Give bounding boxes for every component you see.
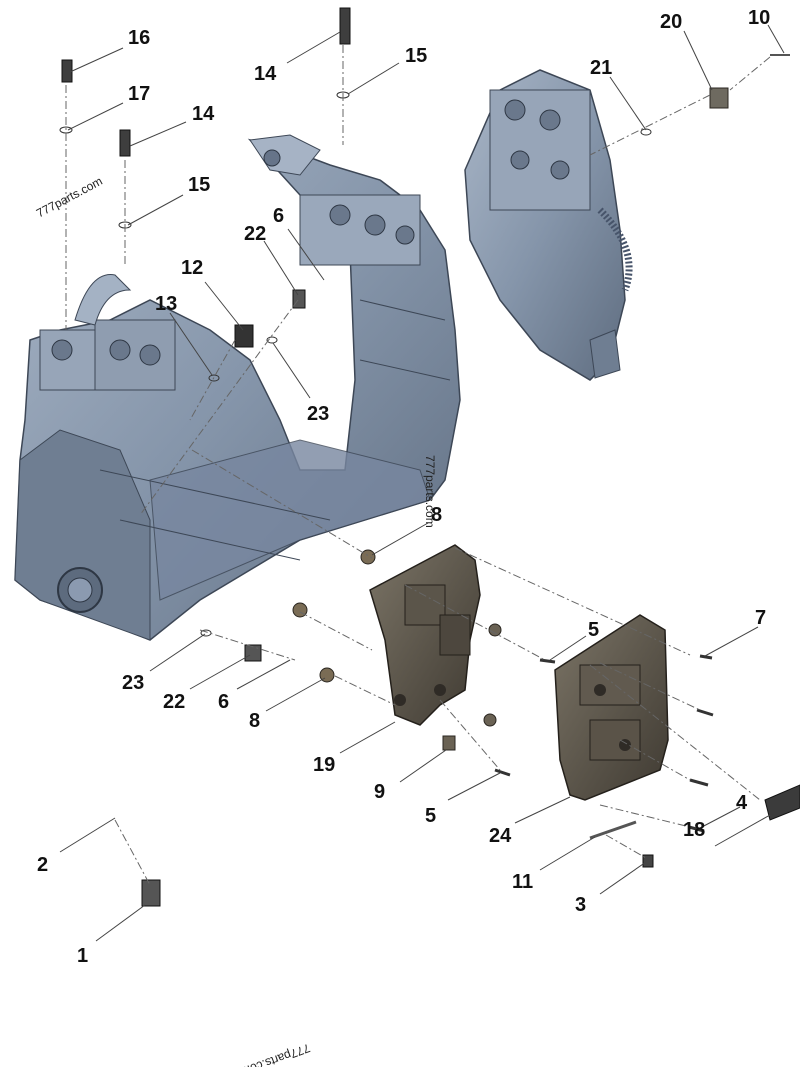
callout-15-left: 15 xyxy=(188,174,211,196)
sensor-16-shape xyxy=(61,59,73,83)
callout-8-low: 8 xyxy=(249,710,261,732)
bolt-5-top-shape xyxy=(539,658,556,664)
watermark-center: 777parts.com xyxy=(423,455,437,528)
grommet-right-shape xyxy=(488,623,502,637)
nut-3-shape xyxy=(642,854,654,868)
cylinder-head-upper xyxy=(464,69,633,381)
callout-4: 4 xyxy=(736,792,748,814)
callout-16: 16 xyxy=(128,27,151,49)
bolt-ecm-low-shape xyxy=(689,778,709,787)
o-ring-23-top-shape xyxy=(266,336,278,344)
callout-leaders xyxy=(59,24,785,942)
bolt-5-low-shape xyxy=(494,768,511,777)
callout-22-low: 22 xyxy=(163,691,186,713)
callout-23-top: 23 xyxy=(307,403,330,425)
grommet-8-top-shape xyxy=(360,549,376,565)
callout-11: 11 xyxy=(512,871,534,893)
label-plate-18-shape xyxy=(764,784,800,821)
callout-3: 3 xyxy=(575,894,587,916)
callout-5-low: 5 xyxy=(425,805,437,827)
sensor-1-shape xyxy=(141,879,161,907)
callout-2: 2 xyxy=(37,854,49,876)
sensor-14-left-shape xyxy=(119,129,131,157)
callout-14-left: 14 xyxy=(192,103,215,125)
strap-11-shape xyxy=(589,820,637,840)
callout-17: 17 xyxy=(128,83,151,105)
exploded-view-lines xyxy=(65,45,771,886)
callout-6-top: 6 xyxy=(273,205,285,227)
sensor-22-top-shape xyxy=(292,289,306,309)
ecm-mounting-plate xyxy=(369,544,481,726)
o-ring-13-shape xyxy=(208,374,220,382)
sensor-20-shape xyxy=(709,87,729,109)
bolt-ecm-mid-shape xyxy=(696,708,714,717)
sensor-22-low-shape xyxy=(244,644,262,662)
callout-7: 7 xyxy=(755,607,767,629)
callout-14-top: 14 xyxy=(254,63,277,85)
callout-19: 19 xyxy=(313,754,336,776)
grommet-right-low-shape xyxy=(483,713,497,727)
callout-10: 10 xyxy=(748,7,771,29)
callout-18: 18 xyxy=(683,819,706,841)
callout-1: 1 xyxy=(77,945,89,967)
callout-22-top: 22 xyxy=(244,223,267,245)
callout-6-low: 6 xyxy=(218,691,230,713)
callout-23-low: 23 xyxy=(122,672,145,694)
spacer-9-shape xyxy=(442,735,456,751)
ecm-module xyxy=(554,614,669,801)
sensor-14-top-shape xyxy=(339,7,351,45)
callout-15-top: 15 xyxy=(405,45,428,67)
callout-13: 13 xyxy=(155,293,178,315)
o-ring-21-shape xyxy=(640,128,652,136)
bolt-4-shape xyxy=(688,825,705,833)
callout-21: 21 xyxy=(590,57,613,79)
callout-12: 12 xyxy=(181,257,204,279)
callout-24: 24 xyxy=(489,825,512,847)
bolt-7-shape xyxy=(699,654,713,660)
callout-5-top: 5 xyxy=(588,619,600,641)
engine-block xyxy=(14,134,461,641)
callout-20: 20 xyxy=(660,11,683,33)
callout-8-top: 8 xyxy=(431,504,443,526)
sensor-12-shape xyxy=(234,324,254,348)
callout-9: 9 xyxy=(374,781,386,803)
